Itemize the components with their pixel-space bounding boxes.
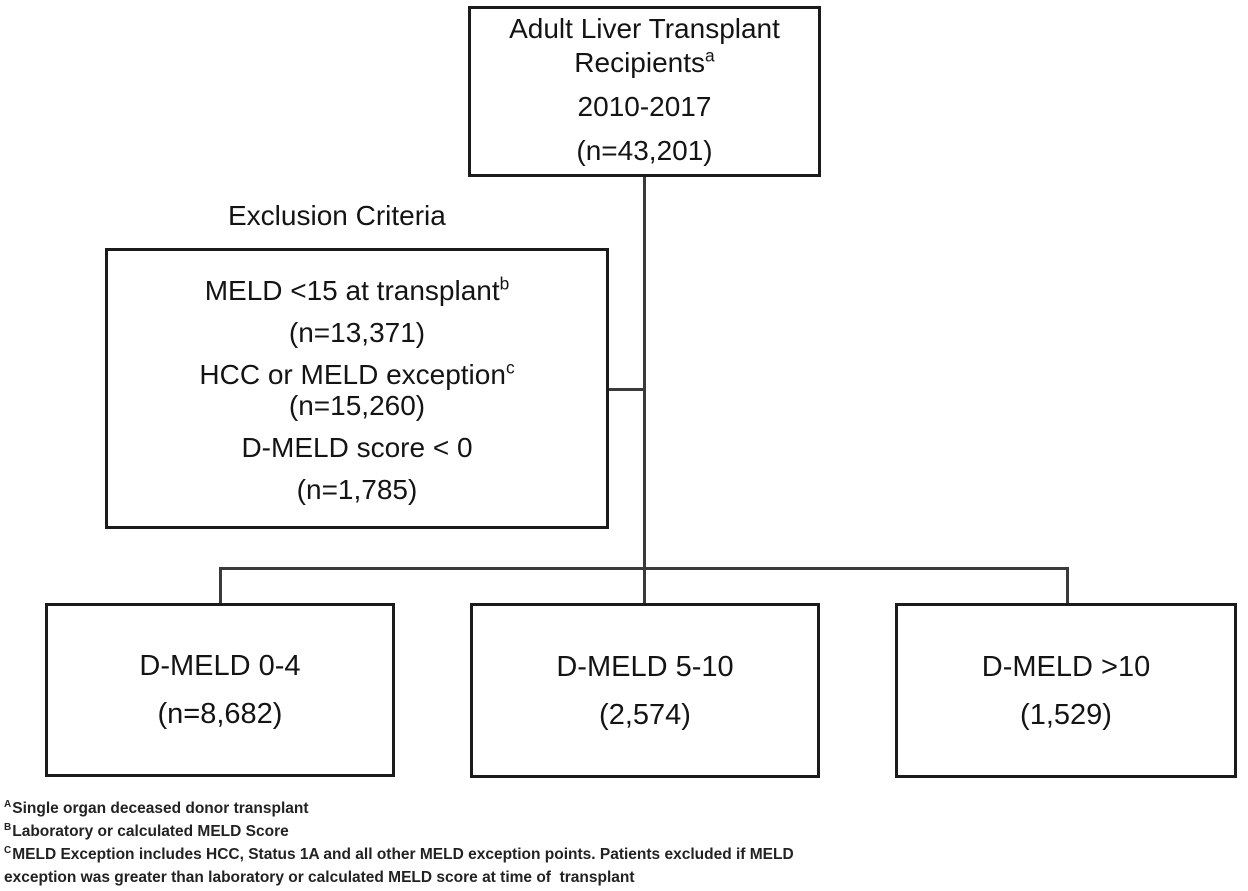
top-node-count: (n=43,201) — [576, 135, 713, 166]
node-exclusion-criteria: MELD <15 at transplantb (n=13,371) HCC o… — [105, 248, 609, 529]
footnote-marker-b-ref: b — [499, 273, 510, 294]
exclusion-item-2-text: HCC or MELD exceptionc — [199, 357, 515, 390]
group-2-count: (2,574) — [599, 698, 691, 731]
group-1-count: (n=8,682) — [157, 698, 283, 730]
exclusion-item-1-text: MELD <15 at transplantb — [204, 273, 510, 306]
node-adult-liver-transplant-recipients: Adult Liver Transplant Recipientsa 2010-… — [468, 6, 821, 177]
exclusion-criteria-heading: Exclusion Criteria — [228, 200, 446, 231]
footnote-marker-a-ref: a — [705, 45, 715, 66]
group-3-count: (1,529) — [1020, 698, 1112, 731]
footnote-c-line1: CMELD Exception includes HCC, Status 1A … — [4, 844, 794, 863]
connector-exclusion-link — [608, 388, 645, 391]
connector-horizontal-bar — [219, 567, 1069, 570]
footnote-b: BLaboratory or calculated MELD Score — [4, 821, 289, 840]
group-2-label: D-MELD 5-10 — [556, 650, 734, 683]
footnote-a: ASingle organ deceased donor transplant — [4, 798, 309, 817]
top-node-title-line1: Adult Liver Transplant — [509, 13, 780, 44]
top-node-period: 2010-2017 — [577, 91, 712, 122]
footnotes: ASingle organ deceased donor transplant … — [4, 797, 794, 889]
node-dmeld-5-10: D-MELD 5-10 (2,574) — [470, 603, 820, 778]
node-dmeld-0-4: D-MELD 0-4 (n=8,682) — [45, 603, 395, 777]
footnote-c-line2: exception was greater than laboratory or… — [4, 869, 635, 886]
exclusion-item-1-count: (n=13,371) — [288, 317, 426, 348]
exclusion-item-3-text: D-MELD score < 0 — [241, 432, 473, 463]
exclusion-item-2-count: (n=15,260) — [288, 390, 426, 421]
connector-drop-right — [1066, 567, 1069, 603]
footnote-marker-c-ref: c — [505, 357, 515, 378]
exclusion-item-3-count: (n=1,785) — [296, 474, 418, 505]
group-3-label: D-MELD >10 — [981, 650, 1151, 683]
top-node-title-line2: Recipientsa — [574, 45, 715, 78]
connector-drop-left — [219, 567, 222, 603]
group-1-label: D-MELD 0-4 — [139, 650, 301, 682]
node-dmeld-gt-10: D-MELD >10 (1,529) — [895, 603, 1237, 778]
